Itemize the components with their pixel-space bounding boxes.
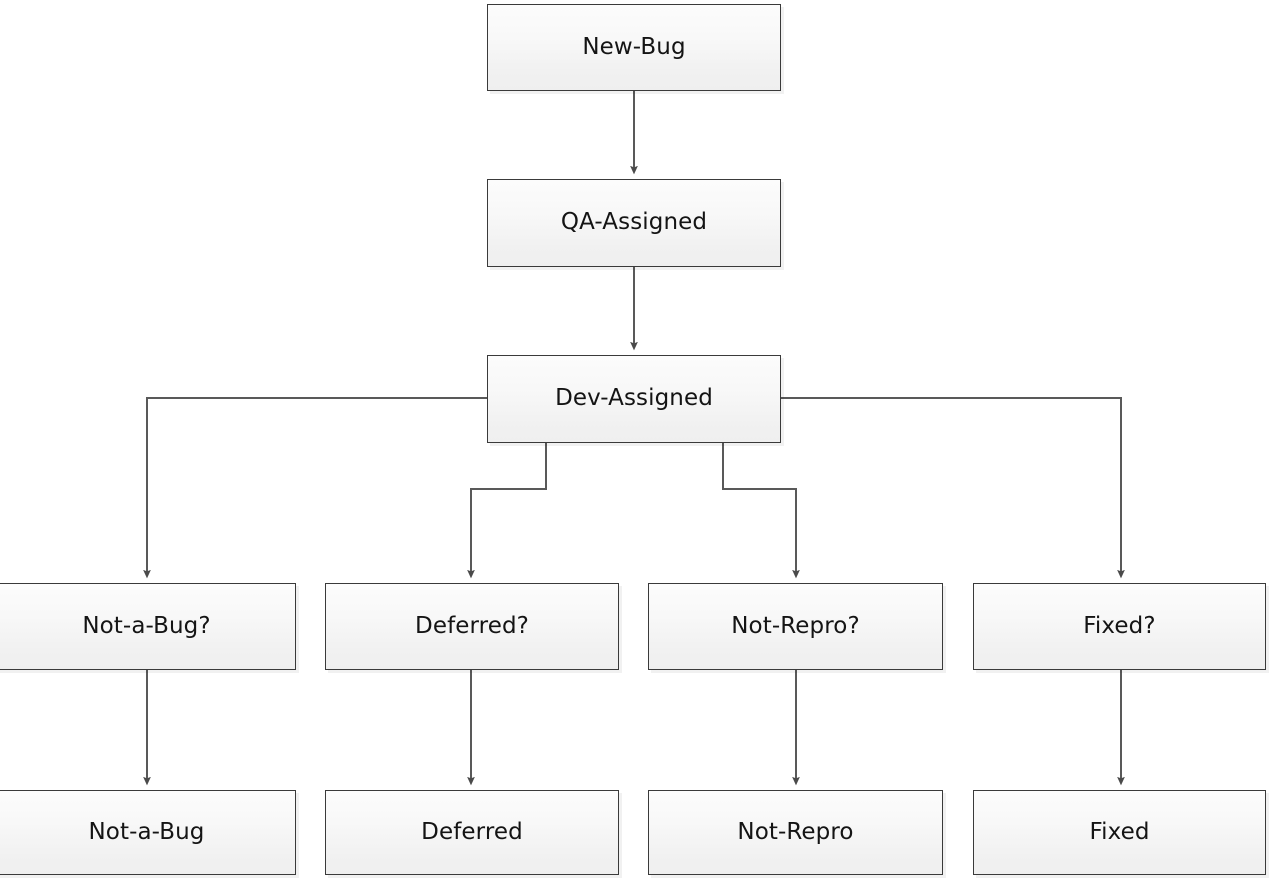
node-not-repro-q[interactable]: Not-Repro? [648, 583, 943, 670]
node-label-not-repro: Not-Repro [737, 818, 854, 845]
node-label-fixed-q: Fixed? [1083, 612, 1156, 639]
node-label-dev-assigned: Dev-Assigned [555, 385, 713, 412]
node-label-not-a-bug: Not-a-Bug [88, 818, 205, 845]
node-fixed[interactable]: Fixed [973, 790, 1266, 875]
node-new-bug[interactable]: New-Bug [487, 4, 781, 91]
node-label-qa-assigned: QA-Assigned [560, 209, 708, 236]
node-fixed-q[interactable]: Fixed? [973, 583, 1266, 670]
node-deferred[interactable]: Deferred [325, 790, 619, 875]
node-label-deferred: Deferred [421, 818, 523, 845]
node-not-a-bug-q[interactable]: Not-a-Bug? [0, 583, 296, 670]
node-label-not-a-bug-q: Not-a-Bug? [82, 612, 211, 639]
node-label-not-repro-q: Not-Repro? [731, 612, 860, 639]
node-deferred-q[interactable]: Deferred? [325, 583, 619, 670]
node-not-a-bug[interactable]: Not-a-Bug [0, 790, 296, 875]
node-label-new-bug: New-Bug [582, 33, 686, 60]
node-label-fixed: Fixed [1089, 818, 1150, 845]
node-dev-assigned[interactable]: Dev-Assigned [487, 355, 781, 443]
node-qa-assigned[interactable]: QA-Assigned [487, 179, 781, 267]
node-not-repro[interactable]: Not-Repro [648, 790, 943, 875]
node-label-deferred-q: Deferred? [415, 612, 529, 639]
